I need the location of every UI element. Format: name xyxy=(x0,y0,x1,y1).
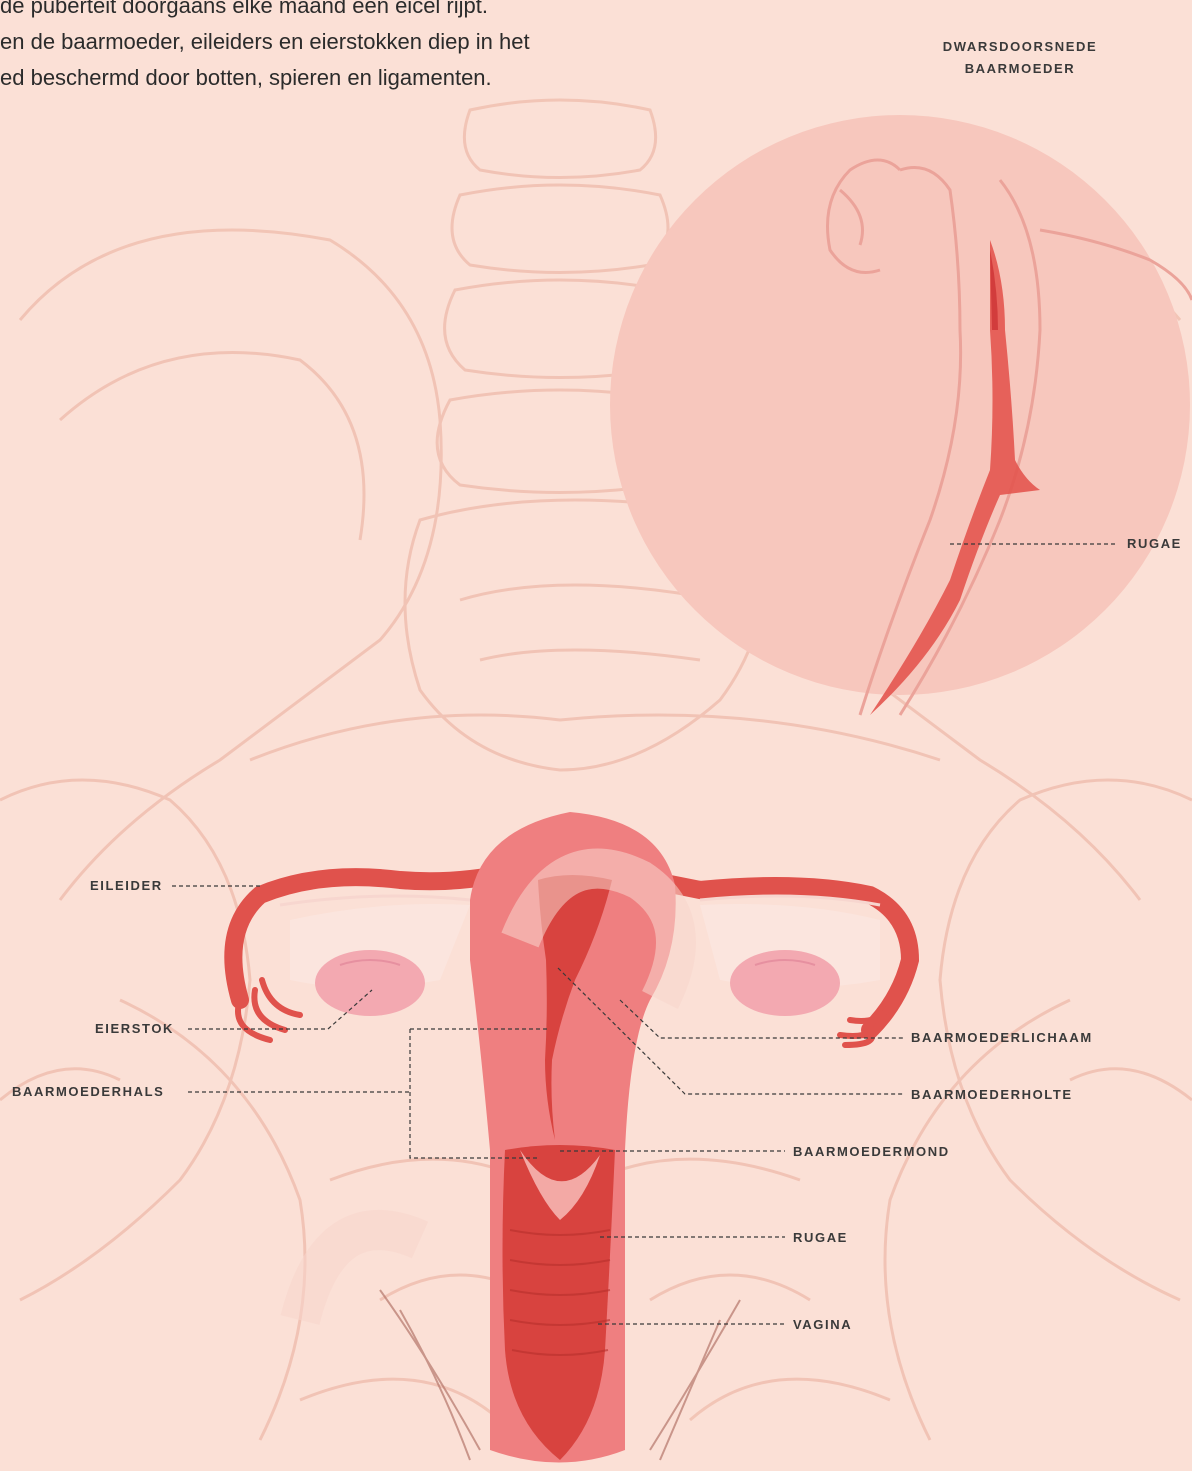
label-baarmoederholte: BAARMOEDERHOLTE xyxy=(911,1087,1073,1103)
label-baarmoederhals: BAARMOEDERHALS xyxy=(12,1084,164,1100)
label-rugae: RUGAE xyxy=(793,1230,848,1246)
intro-text: de puberteit doorgaans elke maand een ei… xyxy=(0,0,660,96)
label-eileider: EILEIDER xyxy=(90,878,163,894)
inset-title-line-1: DWARSDOORSNEDE xyxy=(900,36,1140,58)
label-eierstok: EIERSTOK xyxy=(95,1021,174,1037)
inset-disc xyxy=(610,115,1190,695)
label-baarmoederlichaam: BAARMOEDERLICHAAM xyxy=(911,1030,1093,1046)
intro-line-2: en de baarmoeder, eileiders en eierstokk… xyxy=(0,24,660,60)
label-inset-rugae: RUGAE xyxy=(1127,536,1182,552)
label-vagina: VAGINA xyxy=(793,1317,852,1333)
inset-cross-section xyxy=(610,115,1192,715)
inset-title-line-2: BAARMOEDER xyxy=(900,58,1140,80)
inset-title: DWARSDOORSNEDE BAARMOEDER xyxy=(900,36,1140,80)
intro-line-3: ed beschermd door botten, spieren en lig… xyxy=(0,60,660,96)
intro-line-1: de puberteit doorgaans elke maand een ei… xyxy=(0,0,660,24)
label-baarmoedermond: BAARMOEDERMOND xyxy=(793,1144,950,1160)
